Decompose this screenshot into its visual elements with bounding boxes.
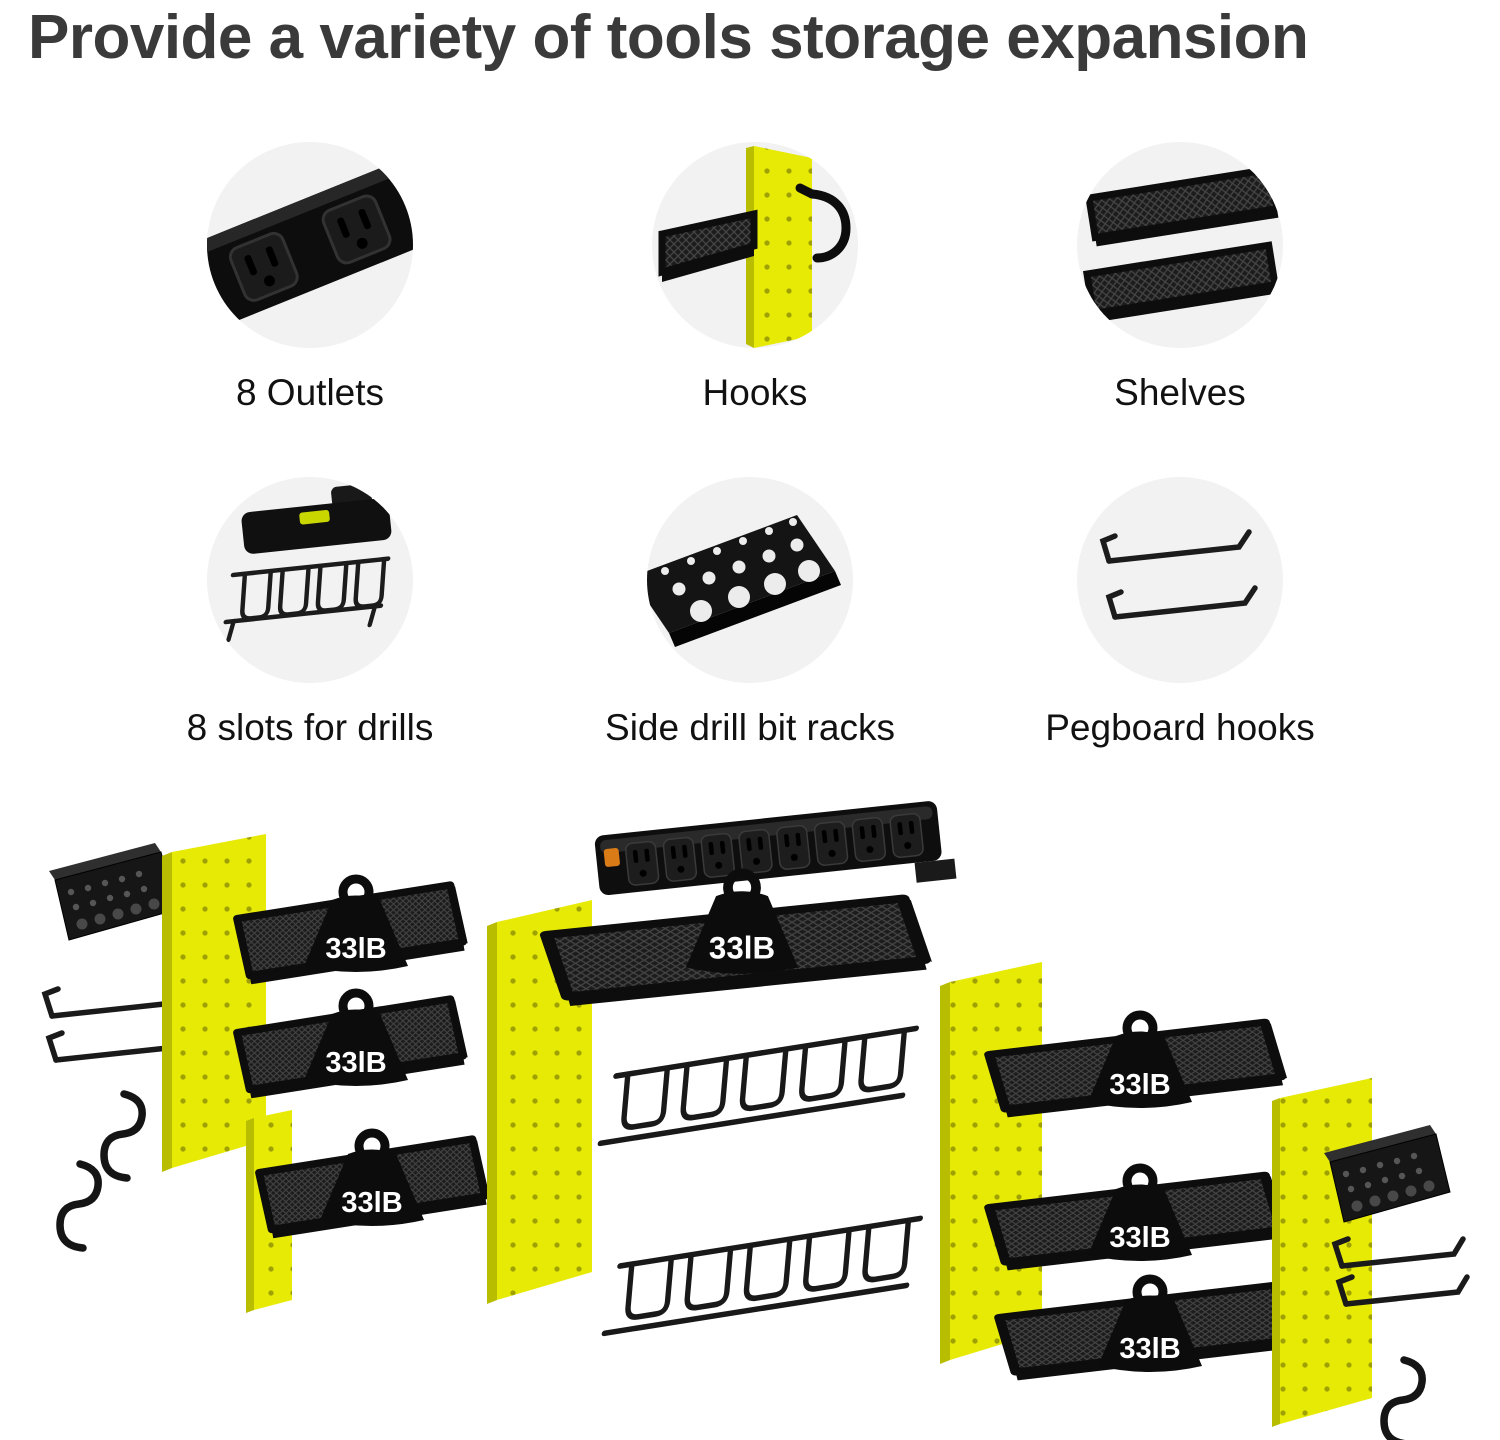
outlets-icon (207, 142, 413, 348)
drill-bit-rack (48, 842, 176, 941)
drill-slot-rack (600, 1028, 916, 1143)
s-hook (1384, 1360, 1422, 1440)
feature-bit-racks: Side drill bit racks (540, 475, 960, 749)
feature-label: Hooks (702, 372, 808, 413)
s-hook (104, 1094, 142, 1178)
page-title: Provide a variety of tools storage expan… (28, 3, 1309, 72)
feature-hooks: Hooks (545, 140, 965, 414)
wire-hook (45, 989, 173, 1016)
feature-label: Pegboard hooks (1045, 707, 1315, 748)
hooks-icon (652, 142, 858, 348)
feature-label: Side drill bit racks (605, 707, 895, 748)
left-assembly (45, 834, 490, 1313)
pegboard-panel (940, 962, 1042, 1364)
drill-slot-rack (604, 1218, 920, 1333)
right-assembly (940, 962, 1467, 1440)
feature-drill-slots: 8 slots for drills (100, 475, 520, 749)
drill-bit-rack-icon (647, 477, 853, 683)
feature-label: Shelves (1114, 372, 1246, 413)
pegboard-hooks-icon (1077, 477, 1283, 683)
pegboard-panel (1272, 1078, 1372, 1427)
feature-outlets: 8 Outlets (100, 140, 520, 414)
feature-pegboard-hooks: Pegboard hooks (970, 475, 1390, 749)
s-hook (60, 1164, 98, 1248)
power-switch (603, 848, 620, 867)
middle-assembly (487, 899, 932, 1334)
exploded-assembly-diagram: 33lB (0, 801, 1500, 1440)
outlet-sockets (624, 813, 924, 886)
feature-label: 8 Outlets (235, 372, 385, 413)
drill-slots-icon (207, 477, 413, 683)
feature-label: 8 slots for drills (186, 707, 434, 748)
power-strip (594, 801, 957, 895)
feature-shelves: Shelves (970, 140, 1390, 414)
wire-hook (49, 1033, 177, 1060)
shelves-icon (1077, 142, 1283, 348)
